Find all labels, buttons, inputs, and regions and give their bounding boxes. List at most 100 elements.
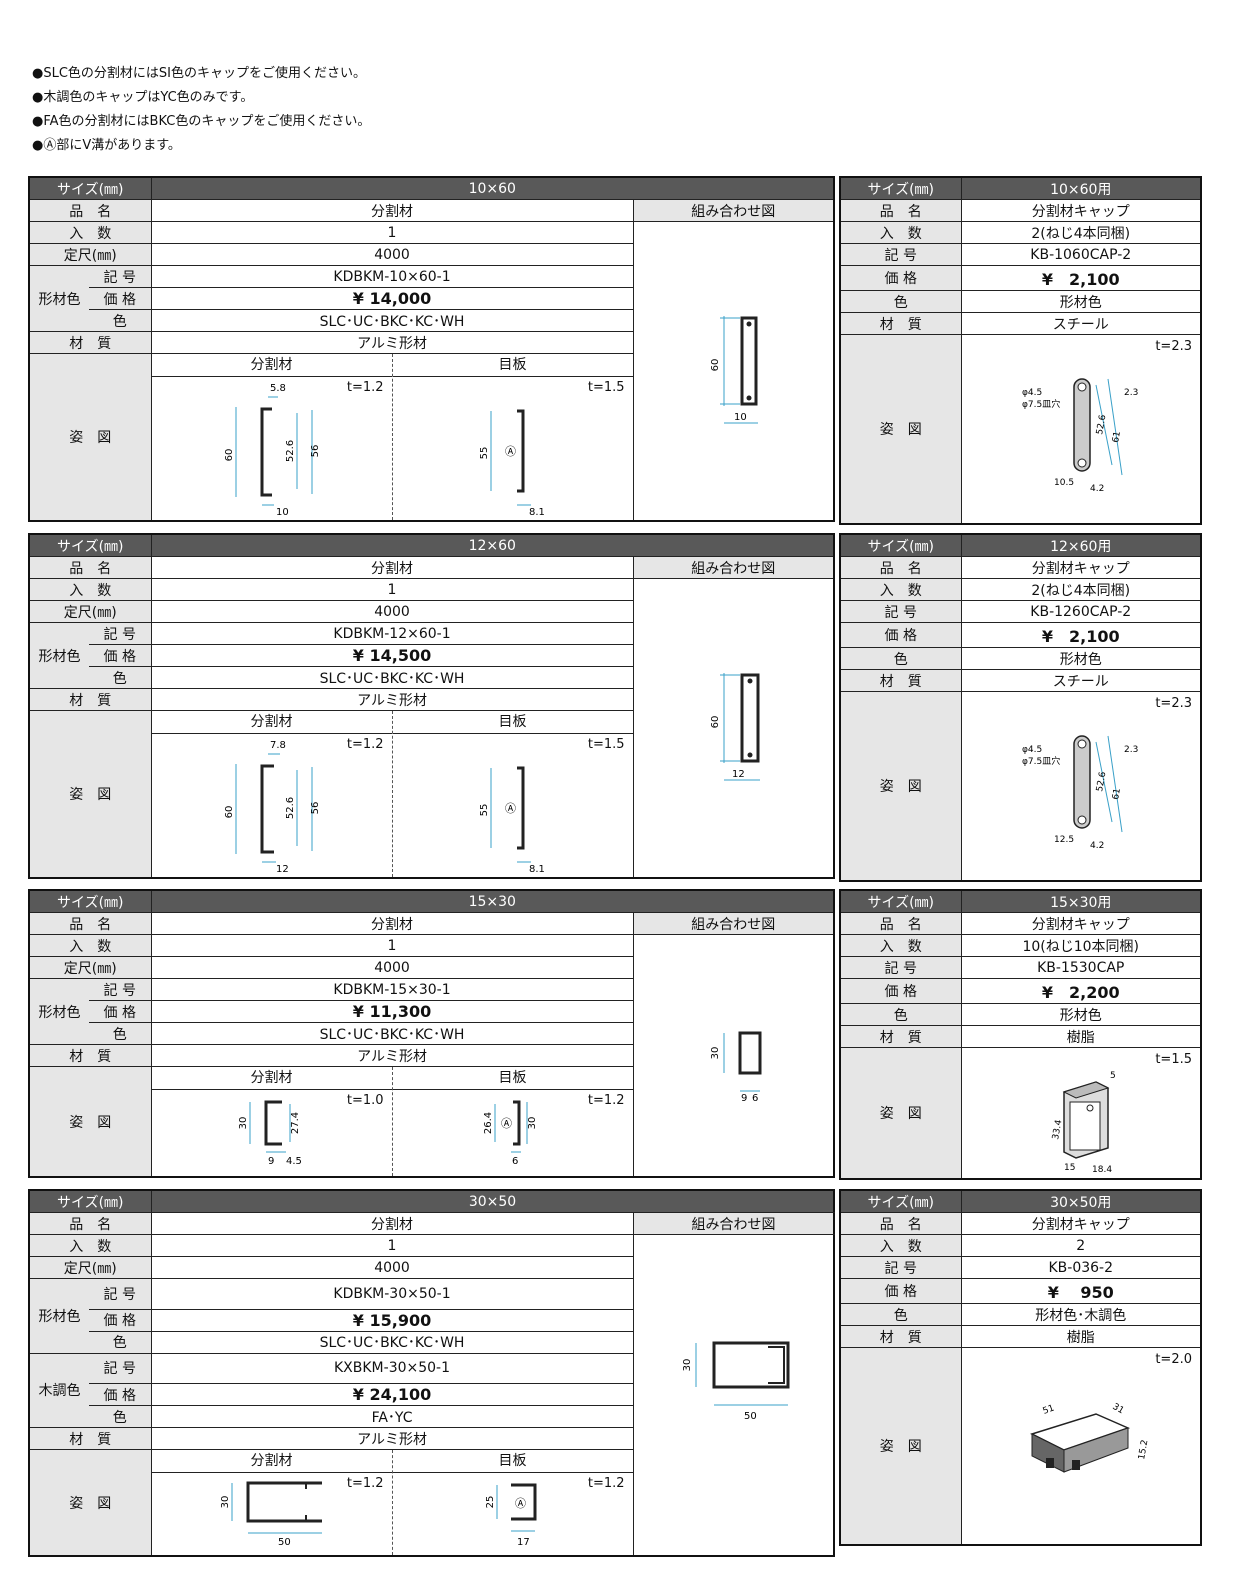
color-value: SLC･UC･BKC･KC･WH [150, 666, 634, 689]
cap-drawing: 5 33.4 15 18.4 [1051, 1071, 1116, 1175]
eyeplate-drawing: 25 Ⓐ 17 [485, 1483, 537, 1548]
cap-hole-d2: φ7.5皿穴 [1022, 755, 1060, 767]
dim-height: 60 [224, 806, 235, 819]
divider-label: 分割材 [152, 1067, 392, 1090]
size-value: 12×60 [150, 533, 835, 557]
dim-top: 5.8 [270, 383, 286, 394]
cap-dim-w: 10.5 [1054, 478, 1074, 488]
cap-drawing: φ4.5 φ7.5皿穴 2.3 52.6 61 12.5 4.2 [1022, 735, 1138, 851]
cap-code-value: KB-1530CAP [960, 956, 1202, 979]
cap-dim-e: 18.4 [1092, 1165, 1112, 1175]
eyeplate-figure: 目板 t=1.2 26.4 Ⓐ 30 6 [392, 1067, 633, 1176]
combo-width: 12 [732, 769, 745, 780]
code-value: KDBKM-15×30-1 [150, 978, 634, 1001]
wood-code-value: KXBKM-30×50-1 [150, 1352, 634, 1384]
color-label: 色 [89, 309, 152, 332]
cap-dim-a: 5 [1110, 1071, 1116, 1081]
combo-label: 組み合わせ図 [632, 912, 835, 935]
eye-height: 55 [479, 804, 490, 817]
cap-name-label: 品 名 [839, 199, 962, 222]
wood-code-label: 記 号 [89, 1352, 152, 1384]
divider-figure: 分割材 t=1.2 5.8 60 52.6 56 10 [152, 354, 393, 520]
cap-code-label: 記 号 [839, 956, 962, 979]
cap-qty-label: 入 数 [839, 1234, 962, 1257]
figure-label: 姿 図 [28, 710, 152, 879]
cap-figure: t=2.3 φ4.5 φ7.5皿穴 2.3 52.6 61 12.5 4.2 [960, 691, 1202, 882]
cap-name-label: 品 名 [839, 1212, 962, 1235]
figure-cell: 分割材 t=1.2 30 50 目板 t=1.2 [150, 1449, 634, 1557]
size-label: サイズ(㎜) [28, 533, 152, 557]
price-value: ¥ 14,000 [150, 287, 634, 310]
cap-material-value: スチール [960, 312, 1202, 335]
dim-inner: 52.6 [285, 440, 296, 462]
cap-color-label: 色 [839, 1003, 962, 1026]
cap-qty-value: 2(ねじ4本同梱) [960, 221, 1202, 244]
shape-color-label: 形材色 [28, 622, 89, 689]
eye-height: 55 [479, 447, 490, 460]
cap-name-label: 品 名 [839, 912, 962, 935]
combo-label: 組み合わせ図 [632, 1212, 835, 1235]
price-value: ¥ 14,500 [150, 644, 634, 667]
cap-color-value: 形材色･木調色 [960, 1303, 1202, 1326]
divider-figure: 分割材 t=1.2 30 50 [152, 1450, 393, 1555]
length-value: 4000 [150, 956, 634, 979]
length-value: 4000 [150, 243, 634, 266]
cap-name-value: 分割材キャップ [960, 912, 1202, 935]
name-label: 品 名 [28, 1212, 152, 1235]
cap-name-value: 分割材キャップ [960, 199, 1202, 222]
cap-qty-value: 2(ねじ4本同梱) [960, 578, 1202, 601]
figure-cell: 分割材 t=1.2 5.8 60 52.6 56 10 [150, 353, 634, 522]
cap-figure-label: 姿 図 [839, 334, 962, 525]
color-value: SLC･UC･BKC･KC･WH [150, 1330, 634, 1354]
name-label: 品 名 [28, 199, 152, 222]
combo-height: 30 [710, 1046, 721, 1059]
name-value: 分割材 [150, 912, 634, 935]
eyeplate-thickness: t=1.5 [587, 380, 625, 395]
eyeplate-thickness: t=1.2 [587, 1093, 625, 1108]
cap-thickness: t=2.0 [1155, 1352, 1192, 1367]
combo-width-2: 6 [752, 1093, 758, 1104]
product-table-10x60: サイズ(㎜) 10×60 品 名 分割材 組み合わせ図 入 数 1 60 10 … [28, 176, 836, 522]
combo-width: 50 [744, 1411, 757, 1422]
combo-width-1: 9 [741, 1093, 747, 1104]
divider-drawing: 30 50 [220, 1481, 322, 1548]
length-value: 4000 [150, 1256, 634, 1279]
product-table-15x30: サイズ(㎜) 15×30 品 名 分割材 組み合わせ図 入 数 1 30 9 6… [28, 889, 836, 1178]
cap-drawing: 51 31 15.2 [1029, 1402, 1150, 1473]
v-groove-mark: Ⓐ [515, 1497, 526, 1510]
dim-width: 9 [268, 1156, 274, 1167]
cap-price-label: 価 格 [839, 265, 962, 291]
code-label: 記 号 [89, 265, 152, 288]
cap-size-value: 30×50用 [960, 1189, 1202, 1213]
price-value: ¥ 11,300 [150, 1000, 634, 1023]
material-value: アルミ形材 [150, 688, 634, 711]
cap-size-value: 12×60用 [960, 533, 1202, 557]
wood-price-value: ¥ 24,100 [150, 1383, 634, 1406]
price-label: 価 格 [89, 287, 152, 310]
cap-size-value: 15×30用 [960, 889, 1202, 913]
cap-dim-b: 31 [1110, 1402, 1125, 1416]
size-label: サイズ(㎜) [28, 176, 152, 200]
divider-figure: 分割材 t=1.0 30 27.4 9 4.5 [152, 1067, 393, 1176]
eye-height: 26.4 [483, 1112, 494, 1134]
cap-code-label: 記 号 [839, 243, 962, 266]
name-value: 分割材 [150, 1212, 634, 1235]
cap-hole-d1: φ4.5 [1022, 388, 1042, 398]
combo-height: 60 [710, 359, 721, 372]
material-label: 材 質 [28, 331, 152, 354]
qty-label: 入 数 [28, 934, 152, 957]
cap-size-value: 10×60用 [960, 176, 1202, 200]
cap-dim-e: 4.2 [1090, 484, 1104, 494]
qty-label: 入 数 [28, 221, 152, 244]
note-line: ●SLC色の分割材にはSI色のキャップをご使用ください。 [32, 66, 367, 81]
cap-thickness: t=1.5 [1155, 1052, 1192, 1067]
cap-drawing: φ4.5 φ7.5皿穴 2.3 52.6 61 10.5 4.2 [1022, 378, 1138, 494]
size-value: 30×50 [150, 1189, 835, 1213]
wood-color-sub-label: 色 [89, 1405, 152, 1428]
material-label: 材 質 [28, 1427, 152, 1450]
eye-width: 6 [512, 1156, 518, 1167]
cap-size-label: サイズ(㎜) [839, 889, 962, 913]
